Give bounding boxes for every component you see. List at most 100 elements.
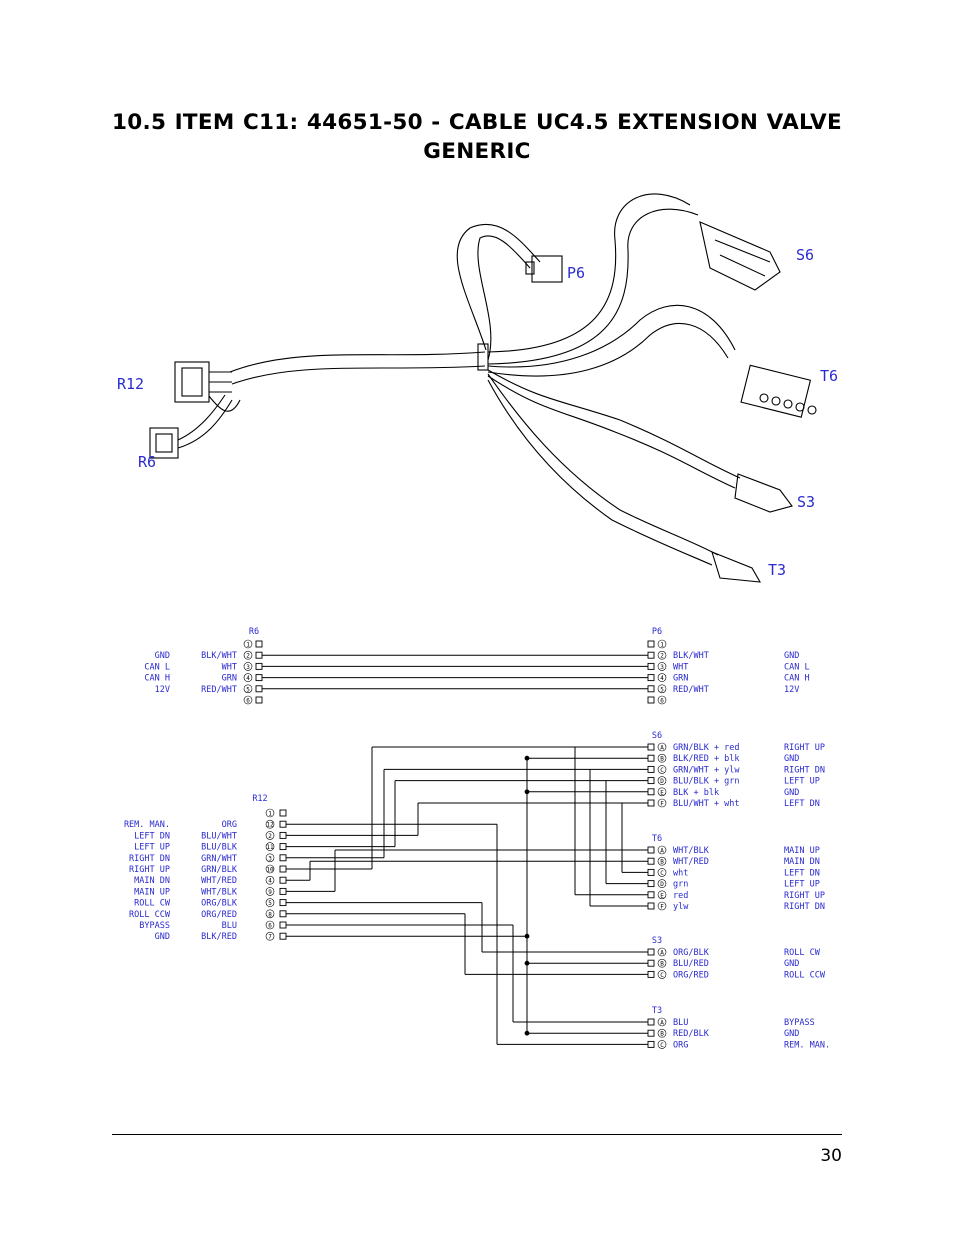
- t3-pin-color: BLU: [673, 1018, 688, 1028]
- r12-pin-number: [265, 931, 275, 941]
- t3-pin-letter: [657, 1028, 667, 1038]
- title-word: EXTENSION: [617, 110, 759, 135]
- t6-pin-function: MAIN UP: [784, 846, 820, 856]
- t3-pin-box: [647, 1029, 655, 1037]
- p6-pin-function: 12V: [784, 685, 799, 695]
- r6-pin-number: [243, 662, 253, 671]
- r12-pin-function: LEFT UP: [134, 843, 170, 853]
- r6-schematic-title: R6: [249, 627, 259, 637]
- t6-pin-color: ylw: [673, 902, 689, 912]
- t3-pin-box: [647, 1040, 655, 1048]
- s6-pin-letter: [657, 753, 667, 763]
- t6-pin-box: [647, 880, 655, 888]
- r12-pin-color: BLU/WHT: [201, 831, 237, 841]
- title-word: VALVE: [766, 110, 842, 135]
- r12-pin-color: ORG: [222, 820, 237, 830]
- title-line-1: 10.5 ITEM C11: 44651-50 - CABLE UC4.5 EX…: [112, 110, 842, 135]
- t3-pin-letter: [657, 1040, 667, 1049]
- pin-number: 2: [660, 653, 664, 660]
- s6-pin-color: BLK/RED + blk: [673, 754, 740, 764]
- r6-pin-function: 12V: [155, 685, 170, 695]
- s6-pin-function: GND: [784, 754, 799, 764]
- junction-dot: [524, 933, 530, 939]
- r12-pin-number: [265, 887, 275, 896]
- t6-pin-box: [647, 846, 655, 854]
- footer-rule: [112, 1134, 842, 1135]
- r6-pin-function: CAN H: [144, 674, 170, 684]
- s6-pin-color: BLU/WHT + wht: [673, 799, 740, 809]
- s6-pin-color: GRN/WHT + ylw: [673, 765, 740, 775]
- pin-number: 6: [268, 923, 272, 930]
- r12-pin-box: [279, 910, 287, 918]
- pin-number: D: [660, 778, 664, 785]
- junction-dot: [524, 960, 530, 966]
- t6-pin-function: RIGHT UP: [784, 891, 825, 901]
- pin-number: 3: [246, 664, 250, 671]
- r12-pin-box: [279, 921, 287, 929]
- s6-pin-color: BLU/BLK + grn: [673, 777, 740, 787]
- s6-pin-function: LEFT UP: [784, 777, 820, 787]
- pin-number: 5: [660, 686, 664, 693]
- r12-pin-number: [265, 808, 275, 818]
- s6-pin-box: [647, 754, 655, 762]
- pin-number: 8: [268, 911, 272, 918]
- t6-pin-function: LEFT DN: [784, 868, 820, 878]
- r12-pin-function: LEFT DN: [134, 831, 170, 841]
- r12-schematic-title: R12: [252, 794, 267, 804]
- p6-pin-plug: [647, 640, 655, 648]
- p6-pin-function: GND: [784, 651, 799, 661]
- r12-pin-color: ORG/RED: [201, 910, 237, 920]
- r12-pin-color: ORG/BLK: [201, 899, 238, 909]
- s6-pin-letter: [657, 787, 667, 797]
- section-title: 10.5 ITEM C11: 44651-50 - CABLE UC4.5 EX…: [112, 110, 842, 164]
- r12-pin-function: GND: [155, 932, 170, 942]
- r12-pin-color: BLU/BLK: [201, 843, 238, 853]
- s3-pin-function: ROLL CCW: [784, 970, 826, 980]
- pin-number: 3: [268, 855, 272, 862]
- p6-pin-number: [657, 662, 667, 671]
- s6-pin-color: GRN/BLK + red: [673, 743, 740, 753]
- r12-pin-color: BLK/RED: [201, 932, 237, 942]
- t3-pin-function: REM. MAN.: [784, 1040, 830, 1050]
- s6-pin-box: [647, 777, 655, 785]
- r12-pin-function: ROLL CW: [134, 899, 171, 909]
- p6-pin-number: [657, 673, 667, 682]
- t3-pin-function: BYPASS: [784, 1018, 815, 1028]
- s3-pin-function: ROLL CW: [784, 948, 821, 958]
- r12-pin-plug: [279, 809, 287, 817]
- title-word: C11:: [242, 110, 299, 135]
- r6-pin-color: GRN: [222, 674, 237, 684]
- pin-number: 5: [246, 686, 250, 693]
- pin-number: 6: [660, 698, 664, 705]
- r12-pin-box: [279, 932, 287, 940]
- s6-pin-letter: [657, 765, 667, 774]
- r12-pin-function: MAIN DN: [134, 876, 170, 886]
- p6-pin-color: BLK/WHT: [673, 651, 709, 661]
- t6-pin-box: [647, 857, 655, 865]
- r12-pin-color: GRN/BLK: [201, 865, 238, 875]
- title-word: UC4.5: [535, 110, 609, 135]
- r12-pin-color: BLU: [222, 921, 237, 931]
- pin-number: C: [660, 767, 664, 774]
- r12-pin-function: ROLL CCW: [129, 910, 171, 920]
- t6-pin-color: red: [673, 891, 688, 901]
- p6-pin-plug: [647, 696, 655, 704]
- t6-pin-color: WHT/BLK: [673, 846, 710, 856]
- pin-number: 10: [266, 867, 274, 874]
- r6-pin-number: [243, 695, 253, 705]
- s3-pin-letter: [657, 958, 667, 968]
- pin-number: A: [660, 848, 664, 855]
- r12-pin-function: RIGHT DN: [129, 854, 170, 864]
- t6-pin-letter: [657, 879, 667, 888]
- pin-number: 2: [268, 833, 272, 840]
- r12-pin-box: [279, 899, 287, 907]
- pin-number: 12: [266, 822, 274, 829]
- s6-pin-box: [647, 743, 655, 751]
- t6-pin-letter: [657, 868, 667, 877]
- r6-pin-color: RED/WHT: [201, 685, 237, 695]
- t6-pin-letter: [657, 890, 667, 900]
- p6-pin-number: [657, 695, 667, 705]
- r6-pin-function: GND: [155, 651, 170, 661]
- r12-pin-number: [265, 831, 275, 840]
- s6-pin-box: [647, 799, 655, 807]
